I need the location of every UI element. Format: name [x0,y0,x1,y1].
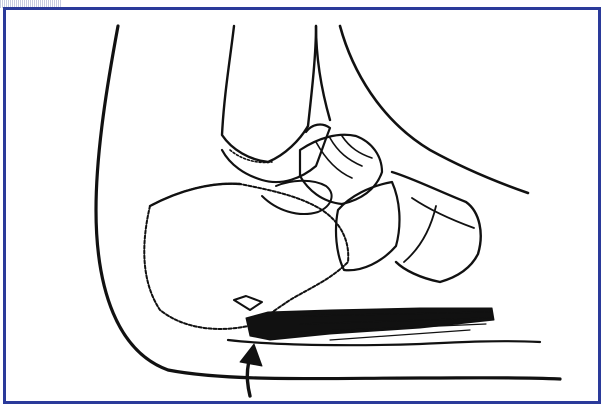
metatarsal-base [392,172,481,282]
pointer-arrowhead [240,344,262,366]
heel-bone-edge [150,184,240,206]
leg-contour-back [316,26,330,120]
leg-contour-right [340,26,528,193]
metatarsal-head-lines [404,198,474,262]
fascia-attachment [234,296,262,310]
tibia-bone [222,26,316,162]
sole-line [228,340,540,345]
cuboid-bone [336,182,399,270]
talus-bone [222,125,330,183]
